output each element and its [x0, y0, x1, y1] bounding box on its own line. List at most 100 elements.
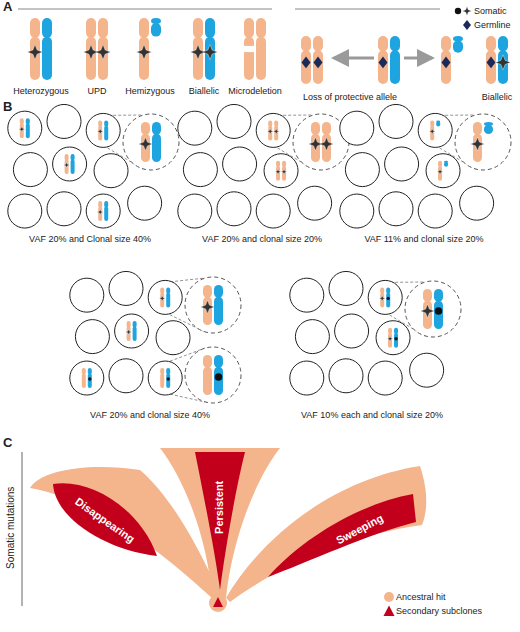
germline-diamond	[314, 57, 323, 69]
panel-rule	[295, 9, 440, 10]
cell-circle	[109, 359, 143, 393]
chromosome-arm	[214, 355, 223, 368]
chromosome-arm	[276, 166, 280, 181]
chromosome-arm	[453, 40, 463, 52]
cell-circle	[128, 186, 162, 220]
ancestral-origin	[209, 594, 227, 612]
chromosome-arm	[268, 126, 272, 141]
figure-label: VAF 20% and Clonal size 40%	[29, 234, 151, 244]
cell-circle	[8, 194, 42, 228]
chromosome-arm	[256, 18, 266, 38]
chromosome-arm	[205, 18, 215, 38]
cell-circle	[75, 320, 109, 354]
chromosome-arm	[139, 18, 149, 38]
zoom-circle	[185, 277, 241, 333]
cell-circle	[8, 111, 42, 145]
cell-circle	[426, 154, 460, 188]
somatic-dot	[215, 373, 223, 381]
figure-label: UPD	[87, 86, 106, 96]
chromosome-arm	[301, 36, 311, 51]
chromosome-arm	[444, 162, 448, 167]
chromosome-arm	[244, 37, 254, 80]
figure-label: VAF 11% and clonal size 20%	[364, 234, 483, 244]
somatic-dot	[394, 337, 397, 340]
chromosome-arm	[42, 18, 52, 38]
cell-circle	[70, 278, 104, 312]
cell-circle	[183, 153, 217, 187]
chromosome-arm	[484, 125, 493, 134]
somatic-star	[64, 162, 70, 168]
somatic-dot	[455, 8, 461, 14]
chromosome-arm	[88, 373, 92, 388]
legend-text: Secondary subclones	[396, 606, 482, 616]
germline-diamond	[487, 57, 496, 69]
somatic-star	[387, 336, 393, 342]
somatic-star	[273, 128, 279, 134]
chromosome-arm	[441, 36, 451, 51]
chromosome-arm	[388, 333, 392, 348]
figure-label: VAF 20% and clonal size 40%	[90, 410, 210, 420]
chromosome-arm	[26, 124, 30, 139]
chromosome-arm	[441, 50, 451, 84]
cell-circle	[410, 353, 444, 387]
chromosome-arm	[473, 122, 482, 135]
somatic-star	[203, 45, 218, 60]
chromosome-arm	[434, 289, 443, 302]
legend-swatch	[453, 5, 473, 17]
zoom-circle	[123, 114, 179, 170]
chromosome-arm	[430, 126, 434, 141]
cell-circle	[178, 111, 212, 145]
chromosome-arm	[394, 333, 398, 348]
chromosome-arm	[378, 36, 388, 51]
cell-circle	[298, 186, 332, 220]
somatic-star	[28, 45, 43, 60]
chromosome-arm	[282, 166, 286, 181]
cell-circle	[418, 194, 452, 228]
chromosome-arm	[193, 18, 203, 38]
cell-circle	[156, 321, 190, 355]
chromosome-arm	[386, 293, 390, 308]
cell-circle	[295, 320, 329, 354]
cell-circle	[290, 361, 324, 395]
somatic-dot	[435, 307, 443, 315]
subclone-outline	[268, 472, 418, 582]
cell-circle	[86, 113, 120, 147]
chromosome-arm	[65, 159, 69, 174]
germline-diamond	[379, 57, 388, 69]
chromosome-arm	[104, 126, 108, 141]
chromosome-arm	[214, 297, 223, 325]
chromosome-arm	[486, 50, 496, 84]
chromosome-arm	[436, 121, 440, 126]
legend-swatch	[375, 591, 395, 603]
cell-group	[8, 104, 511, 403]
cell-circle	[329, 271, 363, 305]
somatic-star	[496, 55, 511, 70]
legend-text: Somatic	[474, 6, 507, 16]
chromosome-arm	[86, 18, 96, 38]
legend-circle	[384, 592, 394, 602]
chromosome-arm	[244, 18, 254, 38]
cell-panel	[290, 271, 461, 395]
somatic-dot	[88, 377, 91, 380]
somatic-dot	[167, 377, 170, 380]
somatic-star	[19, 126, 25, 132]
cell-circle	[368, 280, 402, 314]
chromosome-arm	[301, 50, 311, 84]
somatic-star	[379, 295, 385, 301]
subclone-fill	[268, 494, 416, 577]
chromosome-arm	[160, 293, 164, 308]
cell-circle	[86, 194, 120, 228]
subclone-shape: Persistent	[195, 452, 245, 592]
cell-circle	[13, 153, 47, 187]
cell-circle	[340, 111, 374, 145]
cell-circle	[345, 153, 379, 187]
chromosome-arm	[203, 355, 212, 368]
chromosome-arm	[486, 36, 496, 51]
somatic-star	[137, 45, 152, 60]
somatic-star	[97, 128, 103, 134]
figure-label: VAF 20% and clonal size 20%	[202, 234, 322, 244]
cell-circle	[70, 361, 104, 395]
somatic-star	[159, 295, 165, 301]
